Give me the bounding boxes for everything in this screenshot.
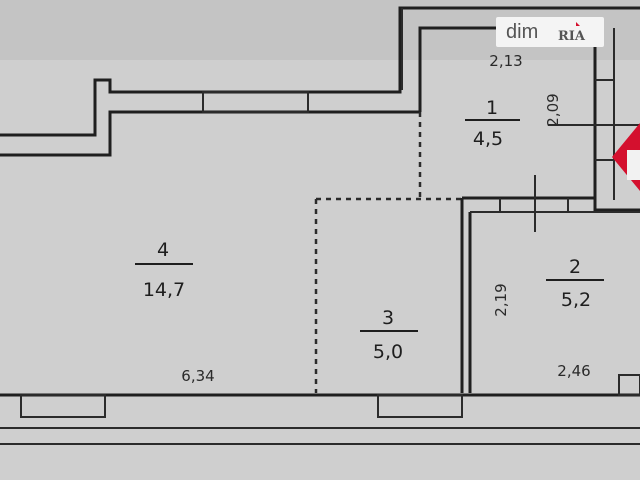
marker-highlight — [627, 150, 640, 180]
room-2-width-dimension: 2,46 — [557, 362, 590, 380]
room-4-number: 4 — [157, 239, 169, 261]
room-2-area: 5,2 — [561, 289, 591, 311]
room-2-height-dimension: 2,19 — [492, 283, 510, 316]
room-1-height-dimension: 2,09 — [544, 93, 562, 126]
room-3-area: 5,0 — [373, 341, 403, 363]
watermark-brand: dim — [506, 20, 539, 43]
room-2-number: 2 — [569, 256, 581, 278]
room-1-area: 4,5 — [473, 128, 503, 150]
inner-walls — [314, 112, 640, 393]
ria-logo-icon: RIA — [558, 22, 586, 44]
room-4-area: 14,7 — [143, 279, 185, 301]
room-1-width-dimension: 2,13 — [489, 52, 522, 70]
room-1-label: 1 4,5 — [465, 97, 520, 150]
bottom-walls — [0, 374, 640, 445]
room-2-label: 2 5,2 — [546, 256, 604, 311]
room-1-number: 1 — [486, 97, 498, 119]
dim-ria-watermark: dim RIA — [496, 17, 604, 47]
room-3-label: 3 5,0 — [360, 307, 418, 363]
room-4-label: 4 14,7 — [135, 239, 193, 301]
room-3-number: 3 — [382, 307, 394, 329]
room-4-width-dimension: 6,34 — [181, 367, 214, 385]
svg-text:RIA: RIA — [558, 29, 586, 44]
